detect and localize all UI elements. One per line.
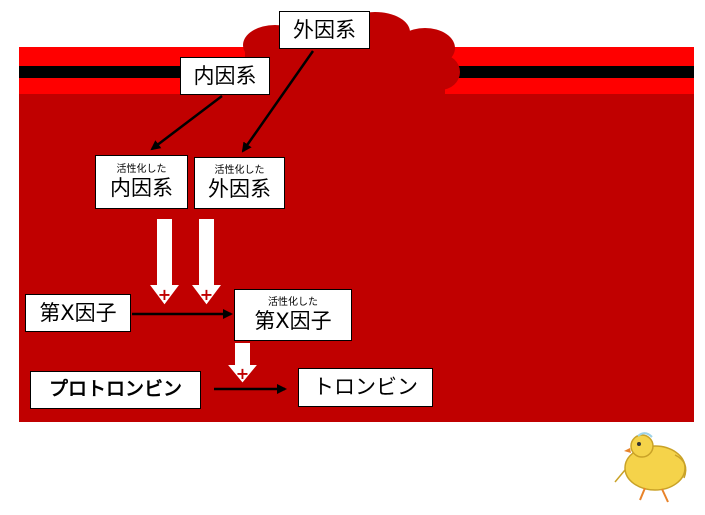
factor-x-label: 第X因子: [39, 300, 117, 325]
thrombin-label: トロンビン: [313, 375, 418, 400]
vessel-wall-background: [19, 47, 694, 422]
plus-sign: +: [236, 364, 249, 383]
chick-mascot-icon: [614, 432, 687, 503]
factor-x-box: 第X因子: [25, 294, 131, 332]
thrombin-box: トロンビン: [298, 368, 433, 407]
intrinsic-pathway-box: 内因系: [180, 57, 270, 95]
plus-sign: +: [200, 285, 213, 304]
activated-factor-x-box: 活性化した 第X因子: [234, 289, 352, 341]
endothelium-line-right: [390, 66, 694, 78]
block-arrow-intrinsic: +: [146, 217, 183, 308]
activated-extrinsic-box: 活性化した 外因系: [194, 157, 285, 209]
intrinsic-pathway-label: 内因系: [193, 63, 257, 88]
activated-factor-x-sublabel: 活性化した: [268, 297, 318, 309]
arrow-intrinsic-activation: [150, 95, 223, 151]
activated-intrinsic-label: 内因系: [110, 176, 173, 201]
extrinsic-pathway-label: 外因系: [293, 17, 356, 42]
plus-sign: +: [158, 285, 171, 304]
extrinsic-pathway-box: 外因系: [279, 11, 370, 49]
prothrombin-label: プロトロンビン: [48, 378, 182, 401]
activated-factor-x-label: 第X因子: [254, 309, 332, 334]
activated-intrinsic-sublabel: 活性化した: [116, 164, 167, 176]
block-arrow-factor-x: +: [223, 341, 262, 386]
block-arrow-extrinsic: +: [188, 217, 225, 308]
activated-intrinsic-box: 活性化した 内因系: [95, 155, 188, 209]
prothrombin-box: プロトロンビン: [30, 371, 201, 409]
arrow-extrinsic-activation: [241, 50, 315, 153]
activated-extrinsic-sublabel: 活性化した: [214, 165, 265, 177]
activated-extrinsic-label: 外因系: [208, 177, 271, 202]
